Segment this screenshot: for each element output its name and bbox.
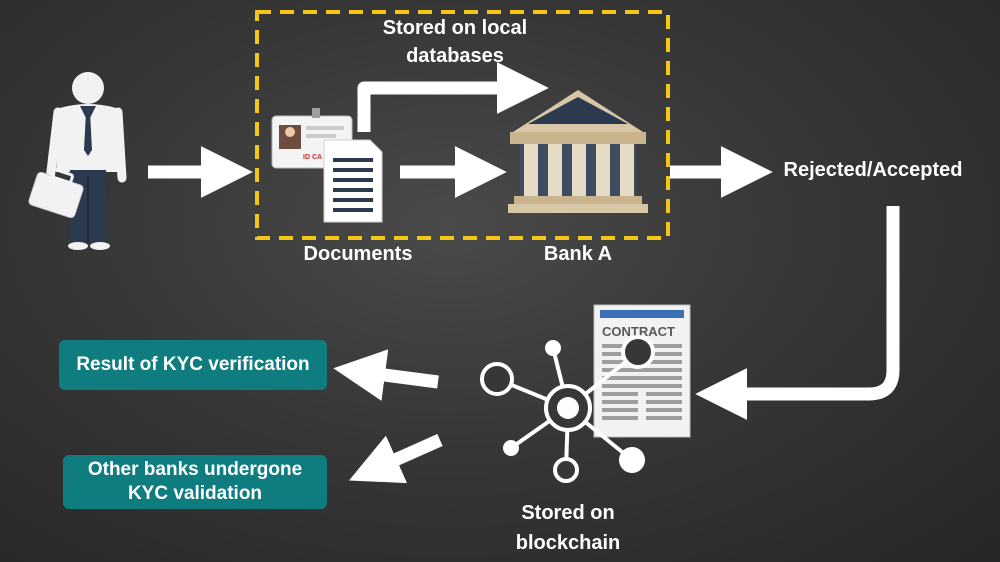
label-stored-on-blockchain: Stored on blockchain (498, 498, 638, 558)
label-stored-local-line1: Stored on local (382, 17, 528, 39)
label-rejected-accepted: Rejected/Accepted (783, 159, 963, 181)
label-stored-blockchain-line1: Stored on (521, 502, 615, 524)
label-stored-local-line2: databases (406, 45, 504, 67)
label-stored-blockchain-line2: blockchain (515, 532, 621, 554)
contract-title: CONTRACT (602, 324, 675, 339)
label-bank-a: Bank A (543, 243, 613, 265)
arrow-result-to-blockchain (695, 206, 900, 420)
arrow-blockchain-to-result-box (333, 349, 439, 401)
arrows (148, 62, 900, 484)
result-kyc-verification-box: Result of KYC verification (59, 340, 327, 390)
other-banks-kyc-box: Other banks undergone KYC validation (63, 455, 327, 509)
other-banks-line2: KYC validation (127, 483, 263, 504)
briefcase-icon (28, 168, 84, 219)
contract-document-icon: CONTRACT (593, 304, 691, 438)
local-database-boundary (255, 10, 670, 240)
result-box-label: Result of KYC verification (76, 354, 310, 375)
id-card-label: ID CA (303, 154, 322, 161)
arrow-blockchain-to-other-banks (348, 434, 443, 484)
label-documents: Documents (303, 243, 413, 265)
document-icon (323, 139, 383, 223)
arrow-to-local-databases (357, 62, 549, 132)
other-banks-line1: Other banks undergone (87, 459, 303, 480)
blockchain-network-icon (480, 335, 655, 483)
label-stored-local-databases: Stored on local databases (360, 14, 550, 70)
person-icon (45, 72, 127, 250)
bank-icon (508, 90, 648, 213)
